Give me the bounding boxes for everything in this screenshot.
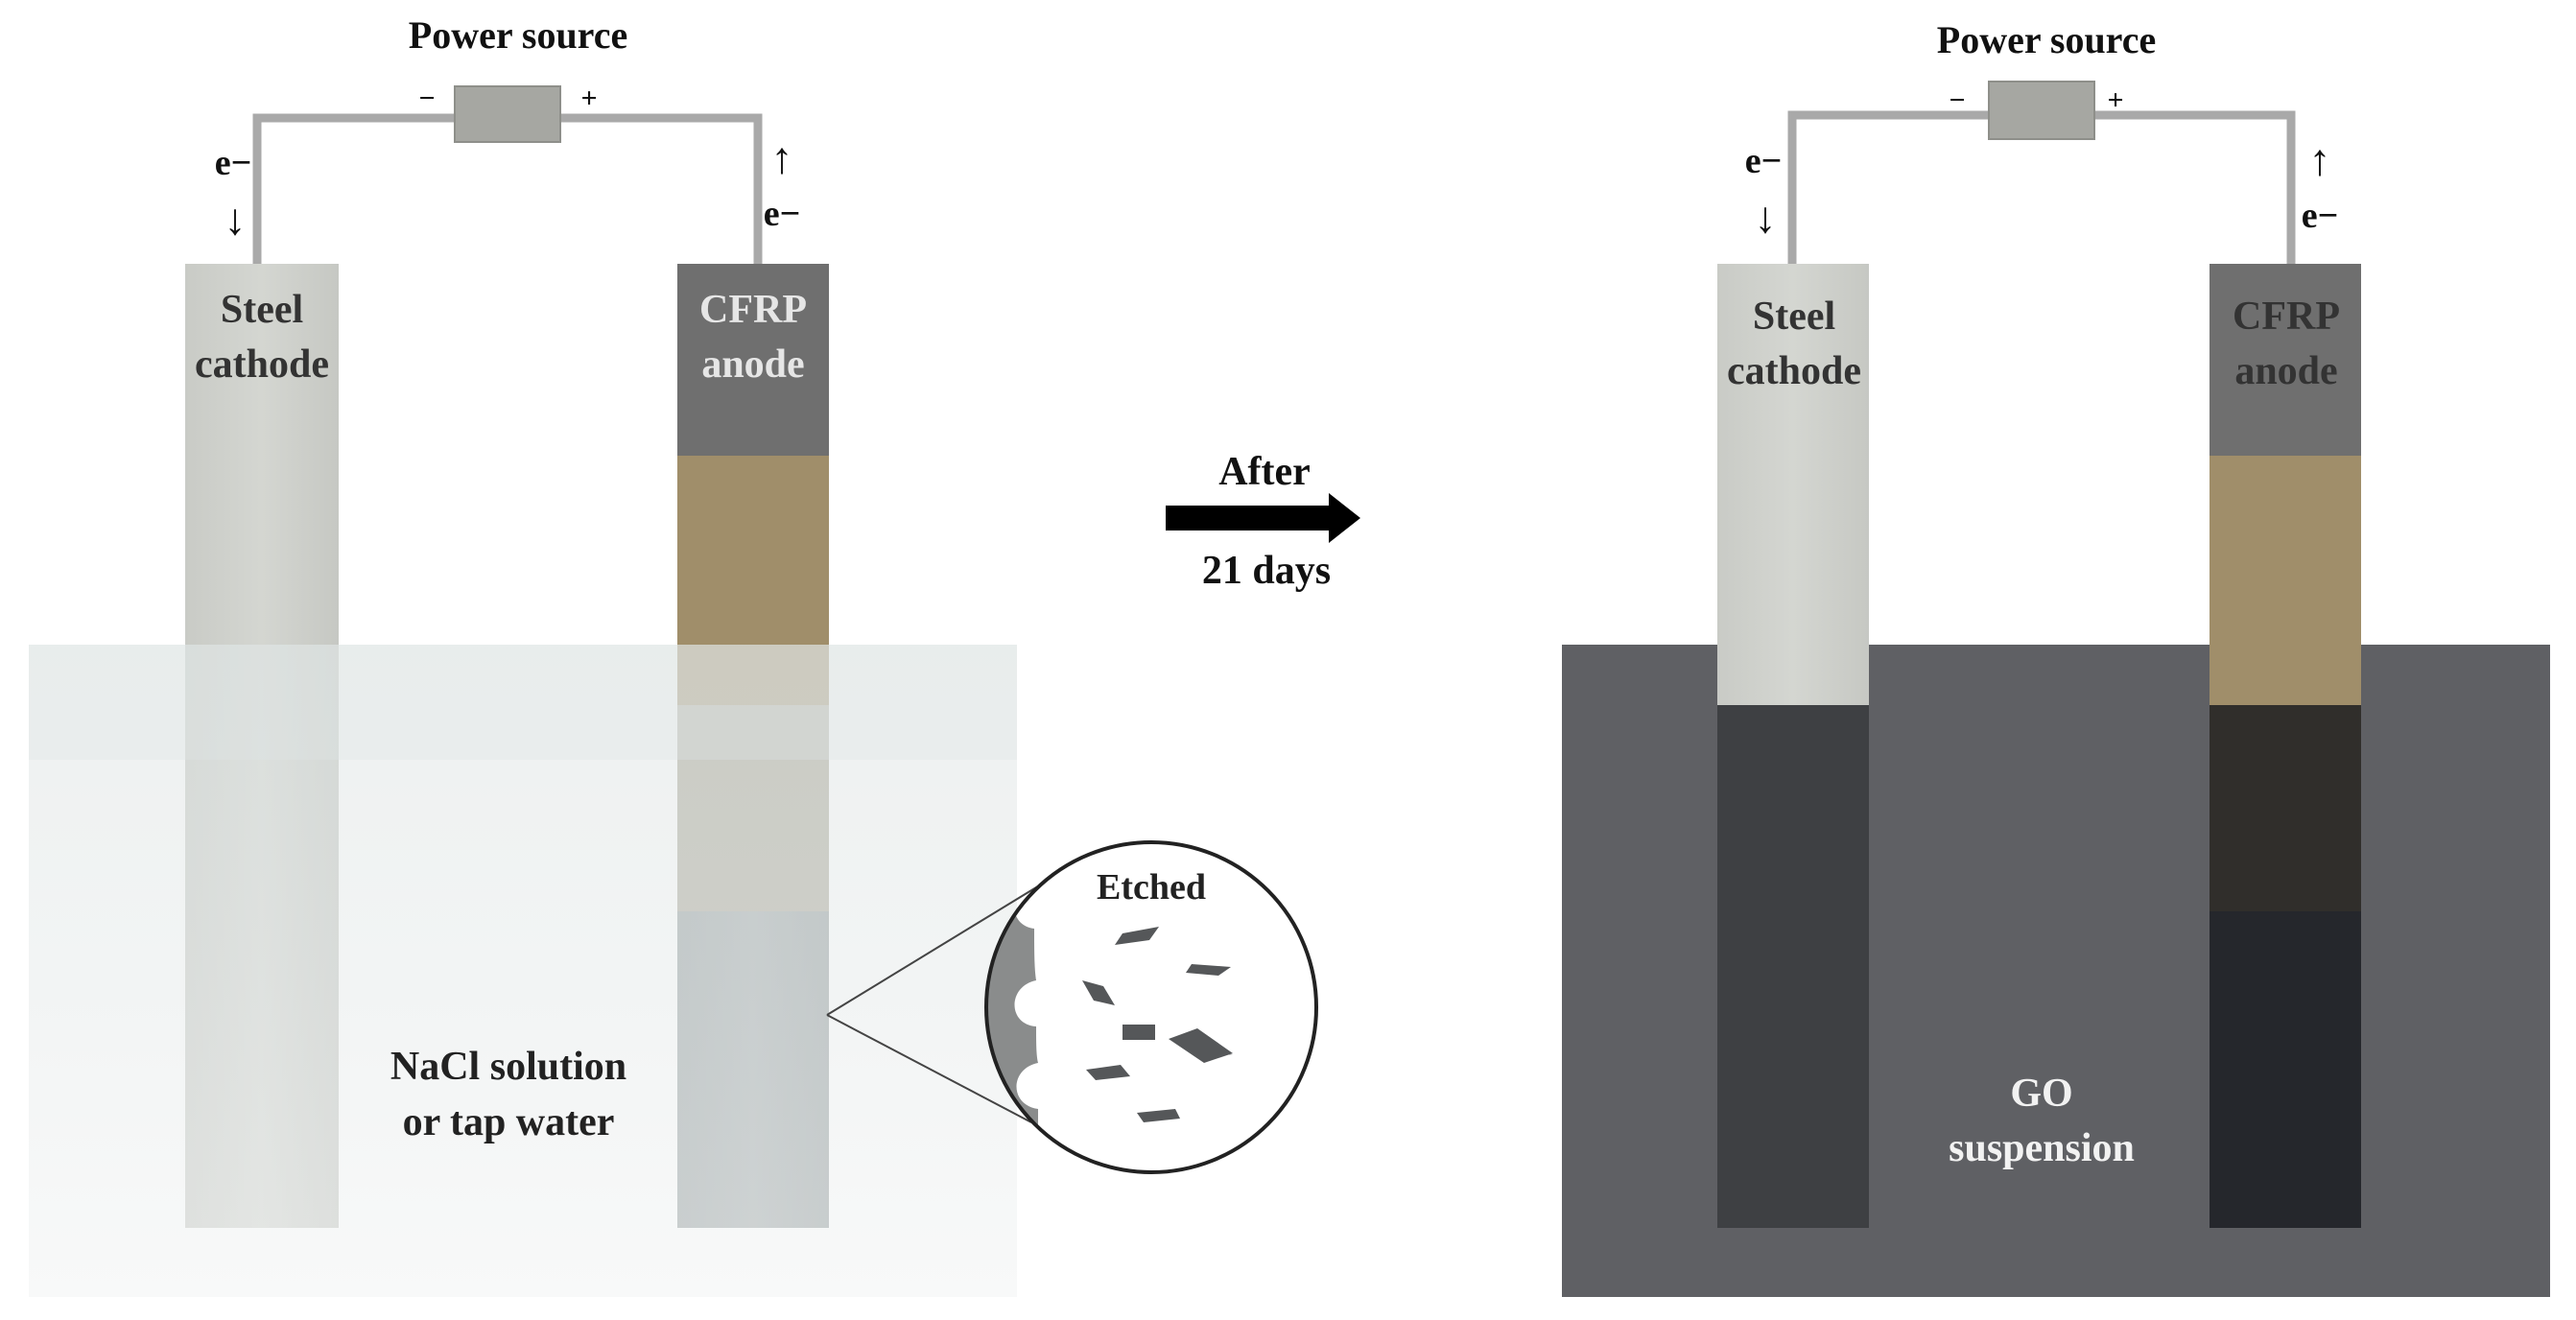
right-cathode-label-line1: Steel <box>1753 295 1835 339</box>
right-panel: Power source − + e− ↓ ↑ e− Steel cathode… <box>1562 18 2550 1297</box>
right-anode-electron-label: e− <box>2302 196 2339 236</box>
right-power-source-label: Power source <box>1937 18 2156 61</box>
right-cathode-electron-label: e− <box>1745 141 1783 181</box>
left-cathode-label-line2: cathode <box>195 342 329 387</box>
right-suspension-label-line1: GO <box>2010 1072 2072 1116</box>
left-solution-label-line2: or tap water <box>403 1100 615 1144</box>
right-anode-label-line2: anode <box>2234 349 2337 393</box>
right-steel-cathode <box>1717 264 1869 1228</box>
zoom-etched-label: Etched <box>1097 867 1206 908</box>
left-nacl-solution <box>29 645 1017 1297</box>
left-minus-sign: − <box>418 82 435 114</box>
transition-arrow <box>1166 493 1360 543</box>
left-anode-label-line1: CFRP <box>699 288 807 332</box>
left-solution-label-line1: NaCl solution <box>390 1045 626 1089</box>
right-plus-sign: + <box>2107 84 2123 116</box>
right-anode-label-line1: CFRP <box>2233 295 2340 339</box>
zoom-callout-line-bottom <box>826 1014 1032 1123</box>
right-cfrp-anode <box>2210 264 2361 1228</box>
zoom-callout-line-top <box>826 884 1042 1016</box>
left-plus-sign: + <box>580 82 597 114</box>
left-anode-electron-label: e− <box>764 194 801 234</box>
etched-surface-zoom: Etched <box>984 840 1318 1174</box>
left-panel: Power source − + e− ↓ ↑ e− Steel cathode… <box>29 13 1318 1297</box>
right-go-suspension <box>1562 645 2550 1297</box>
transition-label-after: After <box>1218 450 1311 494</box>
right-power-source-box <box>1988 81 2095 140</box>
right-cathode-arrow-down: ↓ <box>1755 193 1777 242</box>
left-power-source-box <box>454 85 561 143</box>
etched-flakes <box>1082 927 1233 1122</box>
left-cathode-label-line1: Steel <box>221 288 303 332</box>
left-cathode-arrow-down: ↓ <box>225 195 247 244</box>
right-cathode-label-line2: cathode <box>1727 349 1861 393</box>
left-anode-label-line2: anode <box>701 342 804 387</box>
right-minus-sign: − <box>1949 84 1965 116</box>
left-solution-surface-band <box>29 645 1017 760</box>
left-cathode-electron-label: e− <box>215 143 252 183</box>
left-power-source-label: Power source <box>409 13 627 57</box>
left-anode-arrow-up: ↑ <box>771 133 793 182</box>
transition: After 21 days <box>1166 450 1360 593</box>
right-suspension-label-line2: suspension <box>1949 1126 2135 1170</box>
transition-label-duration: 21 days <box>1202 549 1331 593</box>
right-anode-arrow-up: ↑ <box>2309 135 2331 184</box>
